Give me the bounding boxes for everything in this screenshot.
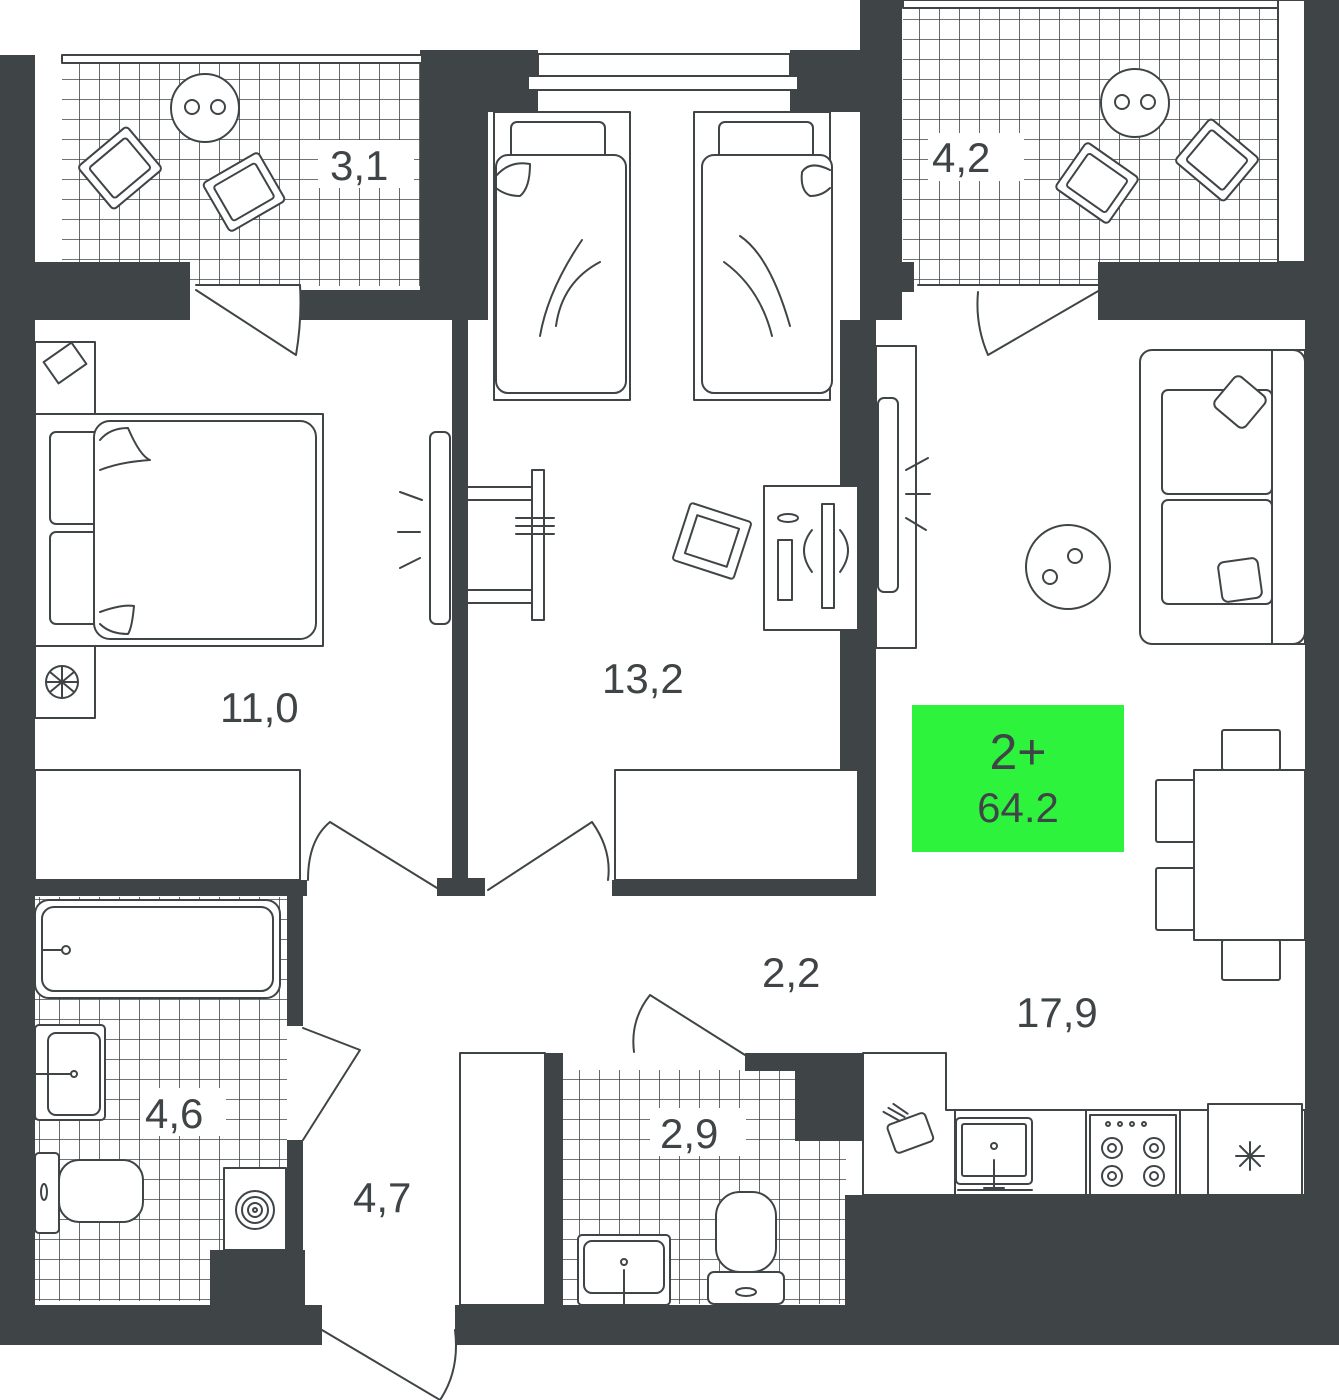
balcony-right-door[interactable]: [917, 284, 1101, 356]
bedroom-nightstand-bottom: [34, 645, 96, 719]
desk: [763, 485, 859, 631]
stove: [1089, 1114, 1177, 1196]
single-bed-1: [493, 111, 631, 401]
entrance-door[interactable]: [321, 1329, 457, 1400]
bedroom-door[interactable]: [307, 821, 438, 889]
kids-shelf: [467, 469, 555, 621]
kids-room-door[interactable]: [487, 821, 610, 891]
apartment-badge: 2+ 64.2: [912, 705, 1124, 852]
room-count: 2+: [989, 724, 1047, 780]
single-bed-2: [693, 111, 833, 401]
room-label-wc: 2,9: [660, 1110, 718, 1157]
room-label-hallway: 4,7: [353, 1174, 411, 1221]
toilet: [34, 1152, 144, 1234]
sofa: [1139, 349, 1306, 645]
balcony-right-chair-2: [1175, 118, 1259, 202]
walls: [0, 0, 1339, 1345]
dining-set: [1155, 729, 1306, 981]
room-label-bedroom: 11,0: [220, 684, 299, 731]
living-tv: [875, 345, 931, 649]
double-bed: [34, 413, 324, 647]
cutting-board-icon: [882, 1102, 935, 1154]
bedroom-nightstand-top: [34, 341, 96, 415]
kids-wardrobe: [614, 769, 859, 881]
balcony-left-chair-2: [202, 152, 286, 232]
room-label-living-kitchen: 17,9: [1016, 989, 1098, 1036]
balcony-right-chair-1: [1055, 142, 1139, 224]
balcony-left-door[interactable]: [195, 284, 302, 356]
bathroom-sink: [34, 1024, 106, 1121]
hallway-wardrobe: [459, 1052, 546, 1306]
wc-sink: [577, 1234, 671, 1306]
room-label-kids-room: 13,2: [602, 655, 684, 702]
wc-door[interactable]: [632, 994, 746, 1056]
balcony-left-chair-1: [78, 126, 162, 210]
boiler-spiral-icon: [223, 1167, 287, 1251]
room-label-corridor: 2,2: [762, 949, 820, 996]
bathtub: [34, 899, 281, 999]
balcony-right-table: [1100, 68, 1170, 138]
total-area: 64.2: [977, 784, 1059, 831]
balcony-left-table: [170, 73, 240, 143]
wc-toilet: [707, 1191, 785, 1305]
windows: [61, 0, 1306, 263]
room-label-balcony-left: 3,1: [330, 142, 388, 189]
sink: [955, 1117, 1033, 1191]
fridge-snowflake-icon: [1207, 1103, 1303, 1196]
room-label-balcony-right: 4,2: [932, 134, 990, 181]
bathroom-door[interactable]: [302, 1027, 361, 1141]
bedroom-tv: [397, 431, 451, 625]
desk-chair: [672, 502, 752, 580]
coffee-table: [1025, 524, 1111, 610]
bedroom-wardrobe: [34, 769, 301, 881]
room-label-bathroom: 4,6: [145, 1090, 203, 1137]
